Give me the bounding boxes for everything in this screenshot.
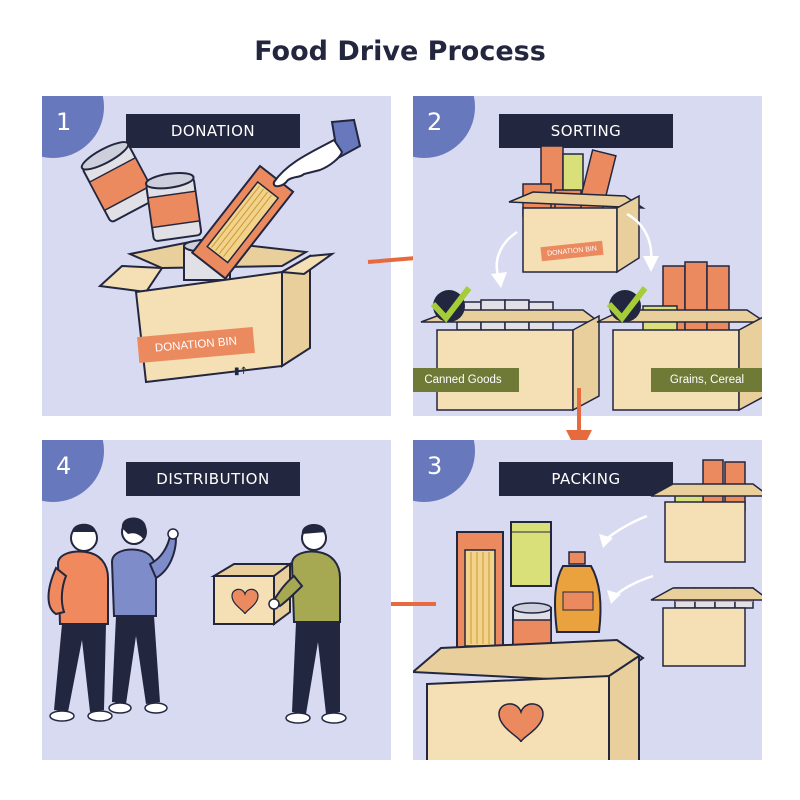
step-label: DISTRIBUTION bbox=[126, 462, 300, 496]
step-number: 3 bbox=[427, 452, 443, 480]
category-tag-grains-cereal: Grains, Cereal bbox=[651, 368, 762, 392]
heart-icon bbox=[498, 703, 544, 743]
can-icon bbox=[144, 171, 203, 242]
distribution-illustration bbox=[47, 517, 347, 724]
pasta-bag-icon bbox=[190, 164, 295, 280]
person-icon bbox=[47, 523, 113, 722]
step-packing-panel: 3 PACKING bbox=[413, 440, 762, 760]
step-sorting-panel: 2 SORTING bbox=[413, 96, 762, 416]
step-distribution-panel: 4 DISTRIBUTION bbox=[42, 440, 391, 760]
donation-illustration: ▮↑ bbox=[80, 118, 362, 384]
person-icon bbox=[268, 523, 347, 724]
step-label: SORTING bbox=[499, 114, 673, 148]
step-number: 4 bbox=[56, 452, 72, 480]
step-label: PACKING bbox=[499, 462, 673, 496]
step-number: 2 bbox=[427, 108, 443, 136]
check-icon bbox=[430, 286, 472, 323]
svg-text:▮↑: ▮↑ bbox=[234, 366, 248, 377]
step-donation-panel: 1 DONATION bbox=[42, 96, 391, 416]
check-icon bbox=[606, 286, 648, 323]
snack-bag-icon bbox=[510, 521, 552, 587]
category-tag-canned-goods: Canned Goods bbox=[413, 368, 519, 392]
sauce-bottle-icon bbox=[554, 551, 602, 633]
step-number: 1 bbox=[56, 108, 72, 136]
hand-icon bbox=[272, 118, 362, 188]
step-label: DONATION bbox=[126, 114, 300, 148]
pasta-bag-icon bbox=[456, 531, 504, 661]
box-icon bbox=[210, 562, 293, 626]
person-icon bbox=[108, 517, 179, 714]
packing-illustration bbox=[413, 459, 762, 760]
can-icon bbox=[80, 141, 157, 223]
page-title: Food Drive Process bbox=[254, 36, 546, 67]
